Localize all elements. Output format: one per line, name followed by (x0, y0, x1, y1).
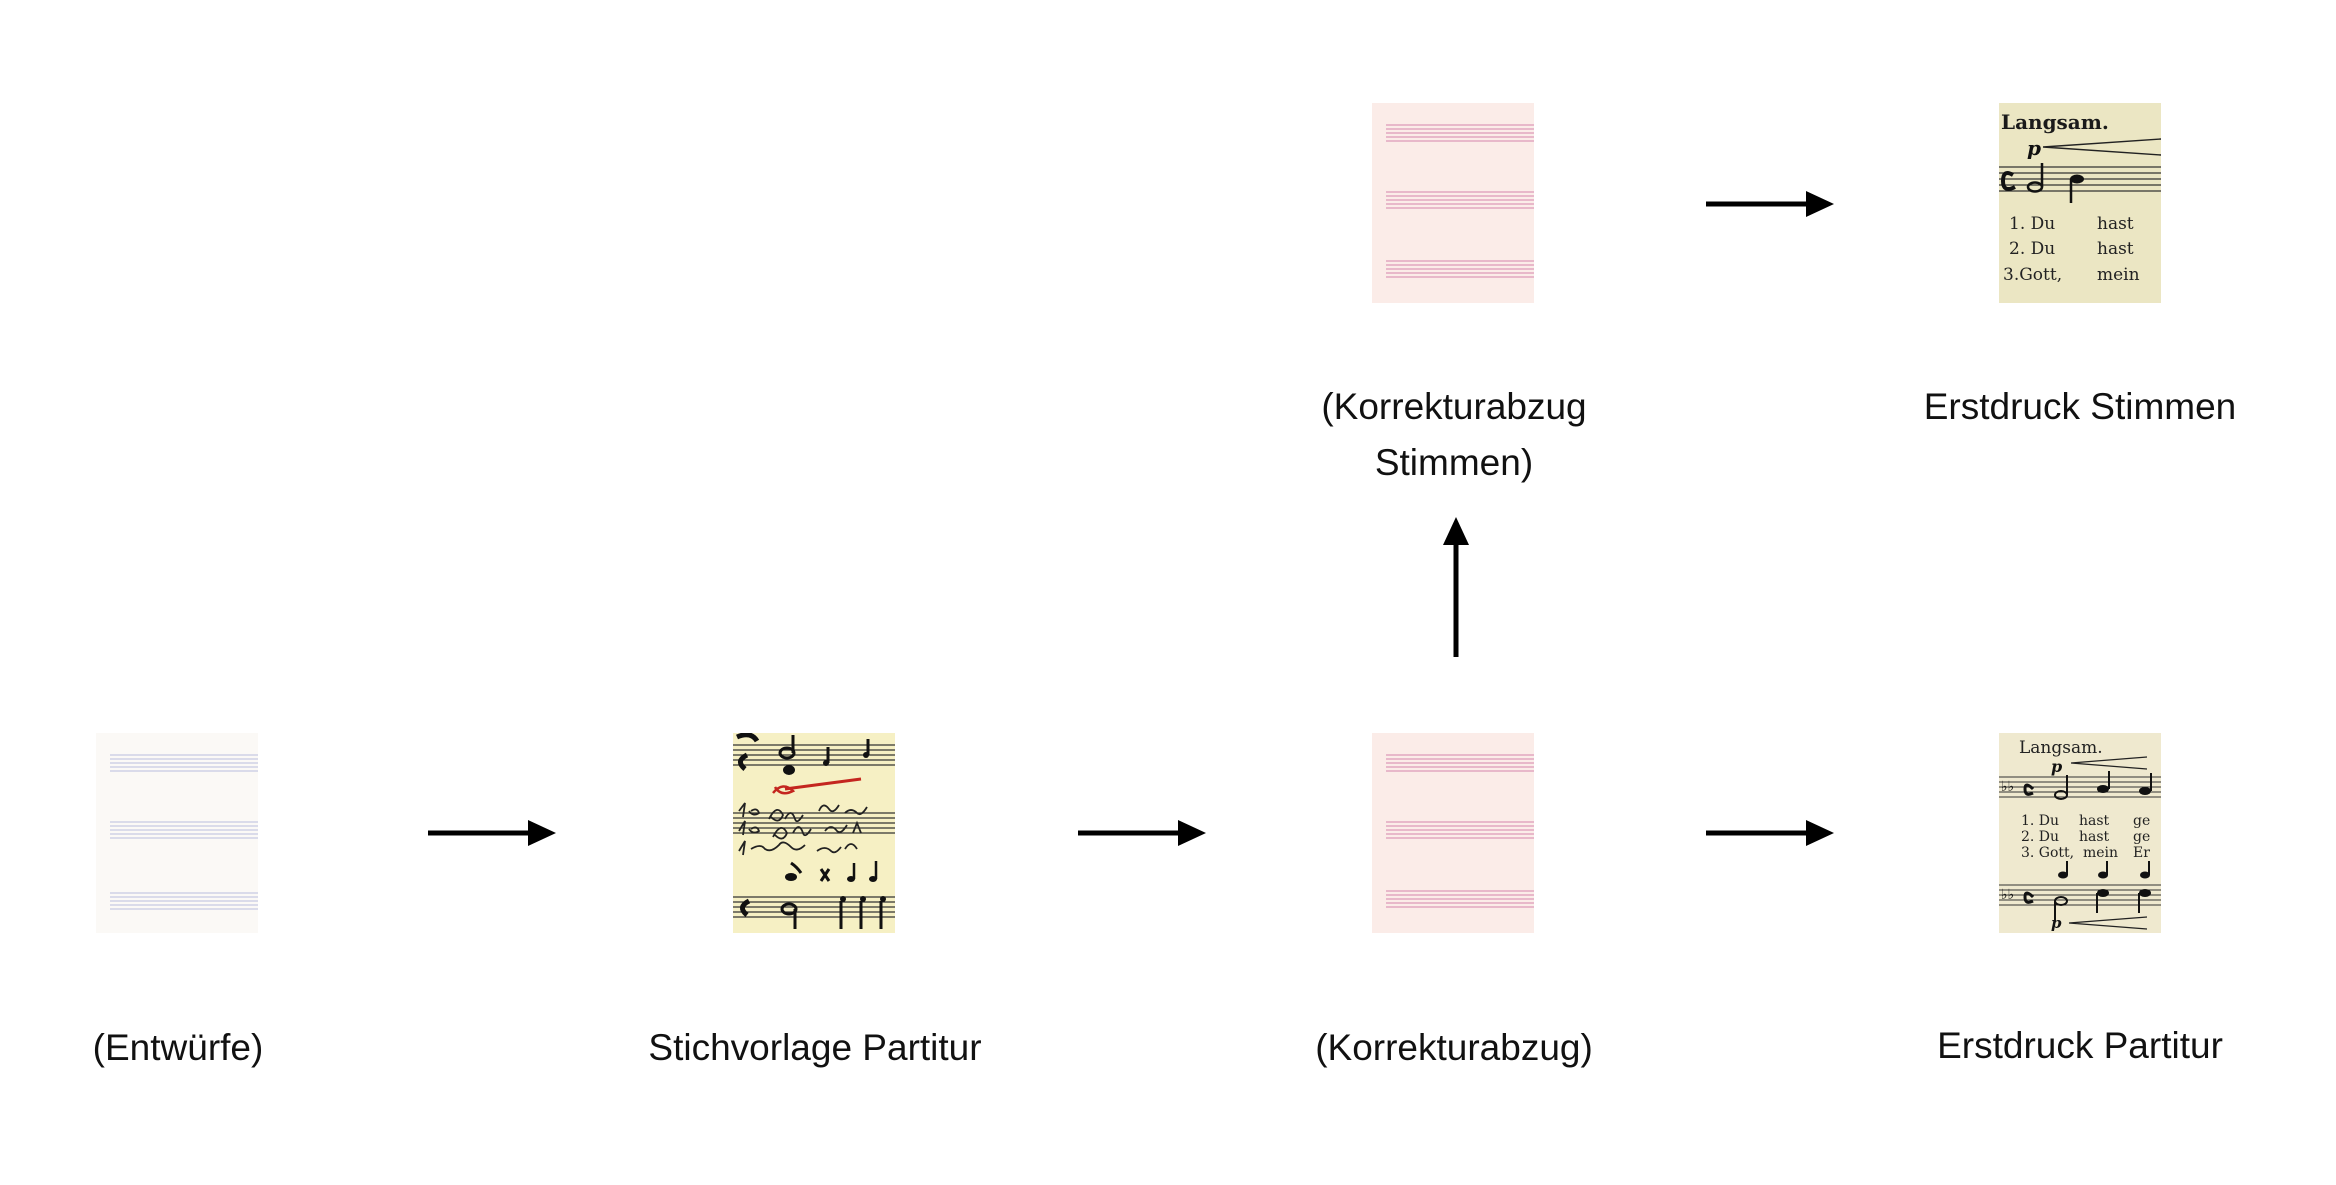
proof-parts-label-line2: Stimmen) (1374, 442, 1534, 483)
parts-verse2-word2: hast (2097, 239, 2134, 259)
drafts-label: (Entwürfe) (92, 1027, 264, 1068)
parts-verse1-word2: hast (2097, 214, 2134, 234)
score-dynamic-lower: p (2051, 914, 2062, 932)
proof-parts-label: (Korrekturabzug Stimmen) (1194, 379, 1714, 491)
blank-staff-paper-image (1372, 103, 1534, 303)
score-verse1-text: 1. Du (2021, 813, 2059, 829)
parts-dynamic-text: p (2027, 136, 2041, 160)
score-verse1-word3: ge (2133, 813, 2150, 829)
score-verse3-word2: mein (2083, 845, 2118, 861)
proof-parts-thumbnail[interactable] (1372, 103, 1534, 303)
parts-verse1-text: 1. Du (2009, 214, 2055, 234)
parts-verse2-text: 2. Du (2009, 239, 2055, 259)
parts-tempo-text: Langsam. (2001, 110, 2109, 134)
parts-verse3-text: 3.Gott, (2003, 265, 2062, 285)
first-print-parts-label: Erstdruck Stimmen (1923, 386, 2237, 427)
score-verse2-text: 2. Du (2021, 829, 2059, 845)
flat-sign: ♭♭ (2001, 779, 2014, 795)
first-print-score-label: Erstdruck Partitur (1937, 1025, 2223, 1066)
score-verse2-word3: ge (2133, 829, 2150, 845)
proof-thumbnail[interactable] (1372, 733, 1534, 933)
engraver-copy-score-label: Stichvorlage Partitur (648, 1027, 982, 1068)
proof-parts-label-line1: (Korrekturabzug (1321, 386, 1587, 427)
engraver-copy-thumbnail[interactable] (733, 733, 895, 933)
arrow-proof-parts-to-first-print-parts (1706, 191, 1834, 217)
score-verse2-word2: hast (2079, 829, 2110, 845)
first-print-parts-thumbnail[interactable]: Langsam. p 1. Du hast 2. Du hast 3.Gott,… (1999, 103, 2161, 303)
arrow-engraver-copy-to-proof (1078, 820, 1206, 846)
flat-sign: ♭♭ (2001, 887, 2014, 903)
arrow-proof-to-first-print-score (1706, 820, 1834, 846)
score-verse1-word2: hast (2079, 813, 2110, 829)
drafts-thumbnail[interactable] (96, 733, 258, 933)
score-dynamic-text: p (2051, 757, 2062, 776)
score-verse3-word3: Er (2133, 845, 2150, 861)
arrow-drafts-to-engraver-copy (428, 820, 556, 846)
score-verse3-text: 3. Gott, (2021, 845, 2074, 861)
blank-staff-paper-image (1372, 733, 1534, 933)
printed-score-image: Langsam. p ♭♭ 1. Du hast ge 2. Du hast g… (1999, 733, 2161, 933)
printed-parts-image: Langsam. p 1. Du hast 2. Du hast 3.Gott,… (1999, 103, 2161, 303)
proof-label: (Korrekturabzug) (1315, 1027, 1593, 1068)
score-tempo-text: Langsam. (2019, 738, 2103, 758)
arrow-proof-to-proof-parts (1443, 517, 1469, 657)
blank-staff-paper-image (96, 733, 258, 933)
first-print-score-thumbnail[interactable]: Langsam. p ♭♭ 1. Du hast ge 2. Du hast g… (1999, 733, 2161, 933)
manuscript-score-image (733, 733, 895, 933)
parts-verse3-word2: mein (2097, 265, 2140, 285)
